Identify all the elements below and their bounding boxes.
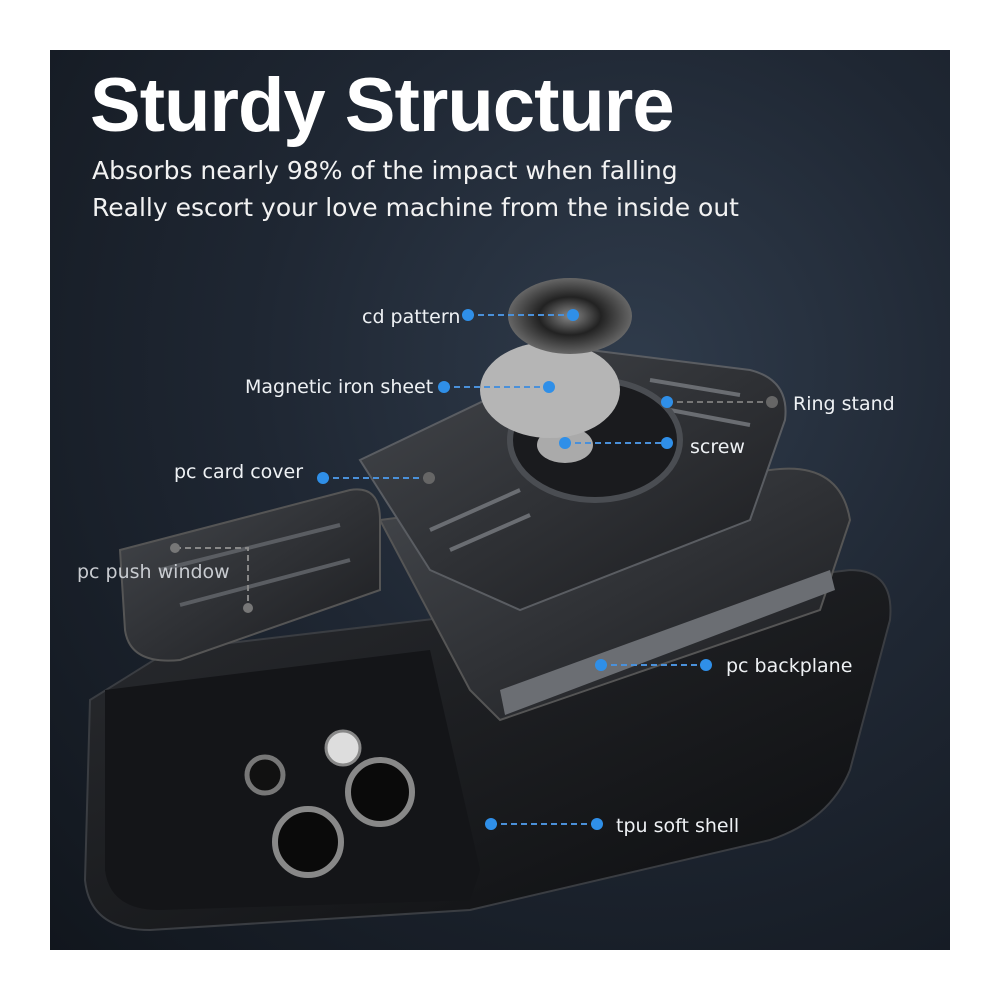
camera-lens — [244, 754, 286, 796]
label-tpu-soft-shell: tpu soft shell — [616, 815, 740, 837]
exploded-phone-case-illustration — [83, 278, 892, 932]
leader-lines — [175, 314, 772, 825]
product-image-panel: Sturdy Structure Absorbs nearly 98% of t… — [50, 50, 950, 950]
subtitle-line-2: Really escort your love machine from the… — [92, 193, 739, 222]
label-pc-backplane: pc backplane — [726, 655, 853, 677]
headline: Sturdy Structure — [90, 63, 675, 148]
subtitle-line-1: Absorbs nearly 98% of the impact when fa… — [92, 156, 678, 185]
label-screw: screw — [690, 436, 745, 458]
label-pc-card-cover: pc card cover — [174, 461, 304, 483]
label-pc-push-window: pc push window — [77, 561, 230, 583]
tpu-soft-shell — [83, 568, 892, 932]
camera-lens — [345, 757, 415, 827]
camera-lens — [272, 806, 344, 878]
camera-flash — [324, 729, 362, 767]
label-ring-stand: Ring stand — [793, 393, 895, 415]
callout-dots — [170, 309, 778, 830]
label-cd-pattern: cd pattern — [362, 306, 461, 328]
label-magnetic-iron-sheet: Magnetic iron sheet — [245, 376, 434, 398]
pc-push-window — [118, 488, 381, 662]
